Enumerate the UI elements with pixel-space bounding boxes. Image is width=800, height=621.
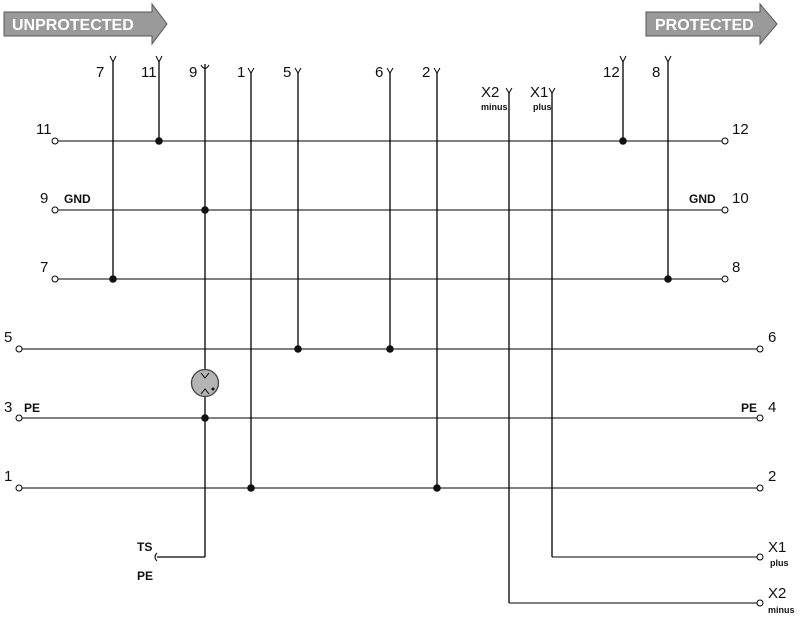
vertical-wires: [112, 62, 669, 603]
top-labels: 7 11 9 1 5 6 2 X2 minus X1 plus 12 8: [96, 64, 660, 112]
top-label-2: 2: [422, 64, 430, 81]
unprotected-label: UNPROTECTED: [12, 17, 134, 34]
top-label-6: 6: [375, 64, 383, 81]
terminal-2: [756, 484, 764, 492]
gdt-upper-electrode: [200, 372, 210, 379]
fork-9: [200, 64, 210, 69]
gas-discharge-tube: [190, 368, 220, 398]
top-connector-forks: [109, 55, 672, 94]
right-label-10: 10: [732, 190, 749, 207]
top-label-x1-sub: plus: [533, 102, 552, 112]
junction-8: [664, 275, 672, 283]
terminal-12: [721, 137, 729, 145]
fork-8: [664, 55, 672, 64]
junction-2: [433, 484, 441, 492]
terminal-3: [15, 414, 23, 422]
fork-6: [386, 67, 394, 74]
junction-1: [247, 484, 255, 492]
right-label-gnd: GND: [689, 192, 716, 206]
left-label-9: 9: [40, 190, 48, 207]
bottom-label-ts: TS: [137, 540, 152, 554]
top-label-1: 1: [237, 64, 245, 81]
terminal-x1: [756, 553, 764, 561]
left-label-gnd: GND: [64, 192, 91, 206]
left-label-1: 1: [4, 468, 12, 485]
terminal-11: [51, 137, 59, 145]
terminal-x2: [756, 599, 764, 607]
junction-11: [155, 137, 163, 145]
terminal-9: [51, 206, 59, 214]
terminal-ts: [154, 552, 158, 562]
right-label-pe: PE: [741, 401, 757, 415]
fork-2: [433, 67, 441, 74]
left-label-3: 3: [4, 399, 12, 416]
junction-12: [619, 137, 627, 145]
bottom-labels: TS PE: [137, 540, 153, 583]
right-labels: 12 GND 10 8 6 PE 4 2 X1 plus X2 minus: [689, 121, 795, 615]
left-label-pe: PE: [24, 401, 40, 415]
left-label-7: 7: [40, 259, 48, 276]
right-label-6: 6: [768, 329, 776, 346]
top-label-8: 8: [652, 64, 660, 81]
terminal-8: [721, 275, 729, 283]
junction-pe: [201, 414, 209, 422]
junction-dots: [109, 137, 672, 492]
junction-6: [386, 345, 394, 353]
top-label-x2-sub: minus: [481, 102, 508, 112]
junction-5: [294, 345, 302, 353]
bottom-label-pe: PE: [137, 569, 153, 583]
top-label-x1: X1: [530, 84, 548, 101]
fork-5: [294, 67, 302, 74]
terminal-10: [721, 206, 729, 214]
fork-11: [155, 55, 163, 64]
terminal-1: [15, 484, 23, 492]
gdt-lower-electrode: [200, 388, 210, 395]
right-label-12: 12: [732, 121, 749, 138]
top-label-7: 7: [96, 64, 104, 81]
terminal-7: [51, 275, 59, 283]
fork-7: [109, 55, 117, 64]
fork-1: [247, 67, 255, 74]
right-label-8: 8: [732, 259, 740, 276]
right-label-x2-sub: minus: [768, 605, 795, 615]
fork-x2: [505, 87, 513, 94]
fork-12: [619, 55, 627, 64]
top-label-12: 12: [603, 64, 620, 81]
junction-9-gnd: [201, 206, 209, 214]
junction-7: [109, 275, 117, 283]
left-label-5: 5: [4, 329, 12, 346]
top-label-5: 5: [283, 64, 291, 81]
right-label-x1: X1: [768, 539, 786, 556]
protected-label: PROTECTED: [655, 17, 754, 34]
top-label-9: 9: [189, 64, 197, 81]
terminal-6: [756, 345, 764, 353]
unprotected-banner: UNPROTECTED: [3, 2, 168, 46]
protected-banner: PROTECTED: [645, 2, 778, 46]
terminal-5: [15, 345, 23, 353]
left-labels: 11 9 GND 7 5 3 PE 1: [4, 121, 91, 485]
terminal-4: [756, 414, 764, 422]
right-label-x1-sub: plus: [770, 558, 789, 568]
top-label-11: 11: [141, 64, 157, 81]
terminals: [15, 137, 764, 607]
right-label-4: 4: [768, 399, 776, 416]
top-label-x2: X2: [481, 84, 499, 101]
right-label-x2: X2: [768, 585, 786, 602]
fork-x1: [548, 87, 556, 94]
right-label-2: 2: [768, 468, 776, 485]
left-label-11: 11: [36, 121, 52, 138]
